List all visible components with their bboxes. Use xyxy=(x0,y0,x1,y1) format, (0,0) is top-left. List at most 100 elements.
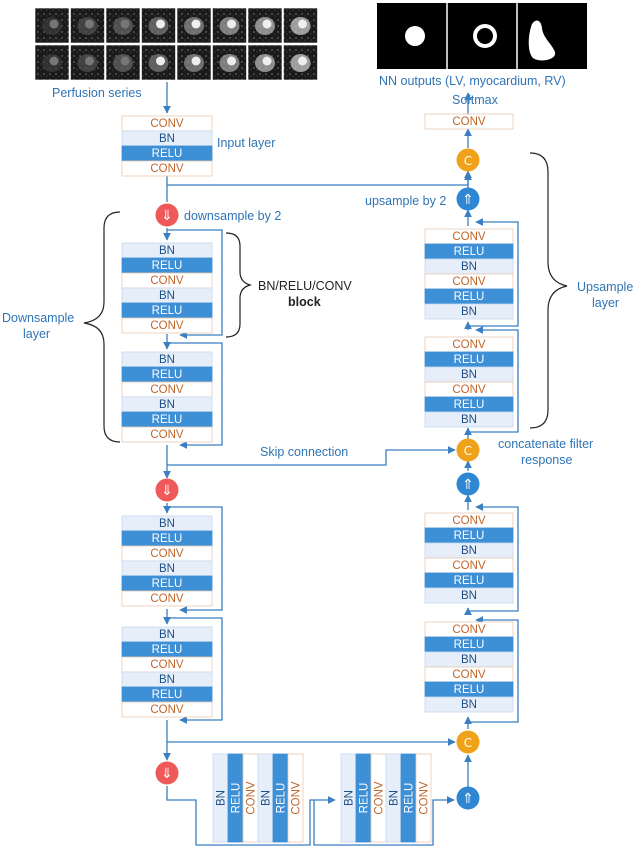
input-layer-label: Input layer xyxy=(217,136,275,150)
perfusion-frame xyxy=(70,44,105,81)
relu-cell-label: RELU xyxy=(152,689,183,701)
relu-cell-label: RELU xyxy=(152,260,183,272)
concat-symbol: C xyxy=(464,444,472,458)
upsample-layer-label-line1: Upsample xyxy=(577,280,633,294)
perfusion-frame xyxy=(34,7,70,44)
relu-cell-label: RELU xyxy=(454,575,485,587)
concat-op-3: C xyxy=(456,730,480,754)
concat-op-1: C xyxy=(456,148,480,172)
bn-cell-label: BN xyxy=(159,563,175,575)
down-circle xyxy=(155,761,179,785)
lv-mask xyxy=(405,26,425,46)
down-circle xyxy=(155,478,179,502)
concatenate-label-line1: concatenate filter xyxy=(498,437,593,451)
concat-op-2: C xyxy=(456,438,480,462)
downsample-layer-label-line1: Downsample xyxy=(2,311,74,325)
bn-cell-label: BN xyxy=(159,354,175,366)
bn-cell-label: BN xyxy=(159,290,175,302)
bn-cell-label: BN xyxy=(461,369,477,381)
bn-cell-label: BN xyxy=(461,654,477,666)
relu-cell-label: RELU xyxy=(231,783,243,814)
conv-cell xyxy=(424,113,514,130)
bn-cell-label: BN xyxy=(159,245,175,257)
concat-symbol: C xyxy=(464,736,472,750)
conv-cell-label: CONV xyxy=(452,515,486,527)
up-symbol: ⇑ xyxy=(462,791,474,807)
conv-cell-label: CONV xyxy=(452,116,486,128)
bn-cell-label: BN xyxy=(159,674,175,686)
perfusion-frame xyxy=(176,7,212,44)
nn-outputs-label: NN outputs (LV, myocardium, RV) xyxy=(379,74,566,88)
up-circle xyxy=(456,472,480,496)
downsample-layer-label-line2: layer xyxy=(23,327,50,341)
block-label-line2: block xyxy=(288,295,321,309)
perfusion-frame xyxy=(283,7,318,44)
conv-cell xyxy=(287,753,304,843)
conv-cell-label: CONV xyxy=(150,429,184,441)
perfusion-thumbnails xyxy=(34,7,318,81)
relu-cell-label: RELU xyxy=(454,291,485,303)
concatenate-label-line2: response xyxy=(521,453,572,467)
relu-cell-label: RELU xyxy=(152,148,183,160)
downsample-by-2-label: downsample by 2 xyxy=(184,209,281,223)
conv-cell-label: CONV xyxy=(419,781,431,815)
relu-cell-label: RELU xyxy=(454,354,485,366)
bn-cell-label: BN xyxy=(216,790,228,806)
conv-cell-label: CONV xyxy=(452,276,486,288)
rv-mask xyxy=(528,20,556,61)
conv-cell-label: CONV xyxy=(291,781,303,815)
upsample-op-1: ⇑ xyxy=(456,187,480,211)
conv-cell-label: CONV xyxy=(150,118,184,130)
bn-cell-label: BN xyxy=(261,790,273,806)
bn-cell-label: BN xyxy=(461,699,477,711)
relu-cell-label: RELU xyxy=(276,783,288,814)
conv-cell-label: CONV xyxy=(150,275,184,287)
bn-cell-label: BN xyxy=(344,790,356,806)
perfusion-frame xyxy=(283,44,318,81)
conv-cell-label: CONV xyxy=(452,669,486,681)
upsample-layer-label-line2: layer xyxy=(592,296,619,310)
relu-cell-label: RELU xyxy=(454,684,485,696)
relu-cell-label: RELU xyxy=(454,246,485,258)
concat-circle xyxy=(456,730,480,754)
perfusion-frame xyxy=(176,44,212,81)
relu-cell-label: RELU xyxy=(152,305,183,317)
upsample-op-3: ⇑ xyxy=(456,786,480,810)
conv-cell-label: CONV xyxy=(150,320,184,332)
perfusion-frame xyxy=(105,7,141,44)
block-brace xyxy=(225,232,253,338)
conv-cell xyxy=(121,426,213,443)
bn-cell-label: BN xyxy=(159,518,175,530)
relu-cell-label: RELU xyxy=(454,639,485,651)
conv-cell-label: CONV xyxy=(246,781,258,815)
relu-cell-label: RELU xyxy=(359,783,371,814)
bn-cell-label: BN xyxy=(461,545,477,557)
softmax-label: Softmax xyxy=(452,93,499,107)
conv-cell-label: CONV xyxy=(452,231,486,243)
relu-cell-label: RELU xyxy=(152,414,183,426)
conv-cell xyxy=(121,590,213,607)
upsample-by-2-label: upsample by 2 xyxy=(365,194,446,208)
relu-cell-label: RELU xyxy=(454,399,485,411)
bn-cell-label: BN xyxy=(159,133,175,145)
bn-cell-label: BN xyxy=(389,790,401,806)
perfusion-frame xyxy=(247,44,283,81)
concat-circle xyxy=(456,438,480,462)
down1-block1-stack: BN RELU CONV BN RELU CONV xyxy=(121,242,213,334)
bn-cell xyxy=(424,411,514,428)
perfusion-frame xyxy=(141,7,176,44)
conv-cell-label: CONV xyxy=(150,593,184,605)
concat-symbol: C xyxy=(464,154,472,168)
conv-cell xyxy=(415,753,432,843)
relu-cell-label: RELU xyxy=(152,369,183,381)
relu-cell-label: RELU xyxy=(404,783,416,814)
perfusion-frame xyxy=(105,44,141,81)
